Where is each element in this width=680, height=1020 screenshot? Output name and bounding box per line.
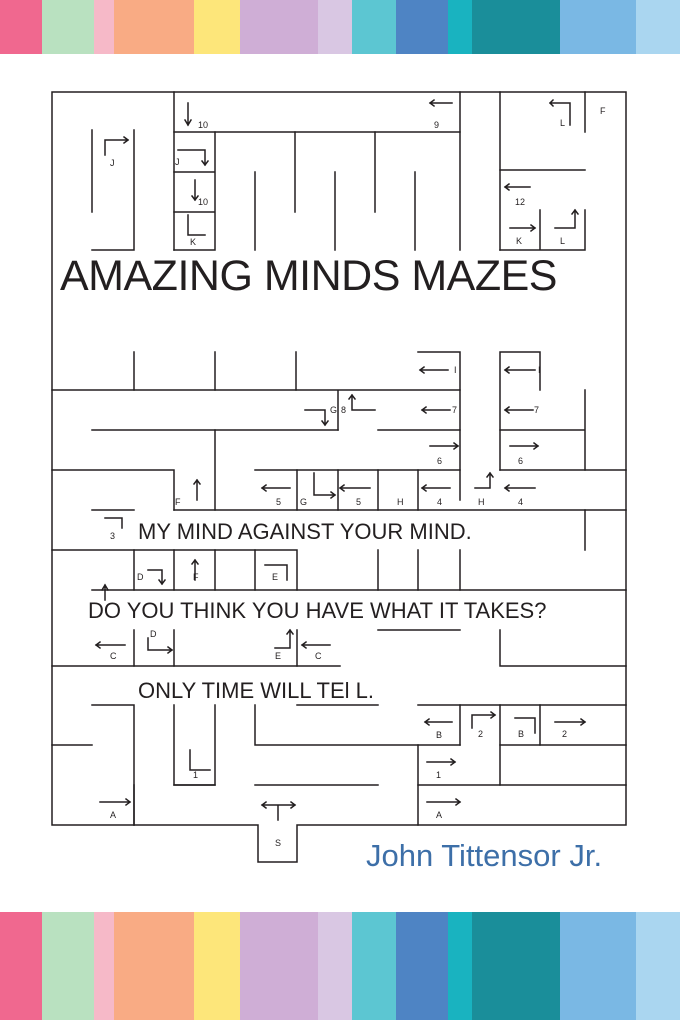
maze-label: 4 [518,497,523,507]
maze-label: 7 [452,405,457,415]
maze-label: E [272,572,278,582]
maze-label: F [600,106,606,116]
maze-label: F [175,497,181,507]
stripe-turquoise [352,912,396,1020]
author-name: John Tittensor Jr. [366,838,603,873]
tagline-3: ONLY TIME WILL TEl L. [138,678,374,703]
tagline-2: DO YOU THINK YOU HAVE WHAT IT TAKES? [88,598,547,623]
book-title: AMAZING MINDS MAZES [60,252,557,300]
maze-label: 5 [356,497,361,507]
maze-label: D [150,629,157,639]
top-color-stripes [0,0,680,54]
stripe-turquoise [352,0,396,54]
maze-label: 12 [515,197,525,207]
maze-label: G [330,405,337,415]
stripe-pale-blue [636,912,680,1020]
stripe-yellow [194,0,240,54]
stripe-cyan [448,912,472,1020]
maze-illustration: 10 9 L F J J 10 12 K K L I I G 8 7 7 6 6… [51,91,627,863]
maze-label: 2 [562,729,567,739]
maze-label: E [275,651,281,661]
stripe-mint [42,0,94,54]
maze-label: A [436,810,442,820]
maze-label: S [275,838,281,848]
stripe-blue [396,912,448,1020]
maze-label: K [190,237,196,247]
maze-label: L [560,236,565,246]
maze-label: A [110,810,116,820]
maze-label: G [300,497,307,507]
stripe-peach [114,912,194,1020]
stripe-lavender [240,0,318,54]
stripe-teal [472,0,560,54]
maze-label: H [397,497,404,507]
stripe-teal [472,912,560,1020]
maze-label: 10 [198,120,208,130]
bottom-color-stripes [0,912,680,1020]
stripe-cyan [448,0,472,54]
maze-label: 6 [518,456,523,466]
stripe-sky [560,0,636,54]
maze-label: 10 [198,197,208,207]
stripe-blue [396,0,448,54]
maze-label: 1 [193,770,198,780]
stripe-light-pink [94,0,114,54]
maze-label: 4 [437,497,442,507]
stripe-sky [560,912,636,1020]
stripe-light-lavender [318,912,352,1020]
stripe-lavender [240,912,318,1020]
stripe-light-pink [94,912,114,1020]
maze-label: F [193,572,199,582]
tagline-1: MY MIND AGAINST YOUR MIND. [138,519,472,544]
maze-label: J [175,157,180,167]
stripe-peach [114,0,194,54]
stripe-light-lavender [318,0,352,54]
maze-label: K [516,236,522,246]
maze-label: B [518,729,524,739]
stripe-pink [0,0,42,54]
stripe-pale-blue [636,0,680,54]
maze-label: H [478,497,485,507]
maze-label: 7 [534,405,539,415]
stripe-yellow [194,912,240,1020]
maze-label: 8 [341,405,346,415]
maze-label: I [538,365,541,375]
stripe-mint [42,912,94,1020]
maze-label: 9 [434,120,439,130]
maze-label: B [436,730,442,740]
stripe-pink [0,912,42,1020]
maze-label: C [110,651,117,661]
maze-label: 2 [478,729,483,739]
maze-label: I [454,365,457,375]
maze-label: D [137,572,144,582]
maze-label: 3 [110,531,115,541]
maze-label: 5 [276,497,281,507]
maze-label: L [560,118,565,128]
maze-label: J [110,158,115,168]
maze-label: C [315,651,322,661]
maze-label: 6 [437,456,442,466]
maze-label: 1 [436,770,441,780]
